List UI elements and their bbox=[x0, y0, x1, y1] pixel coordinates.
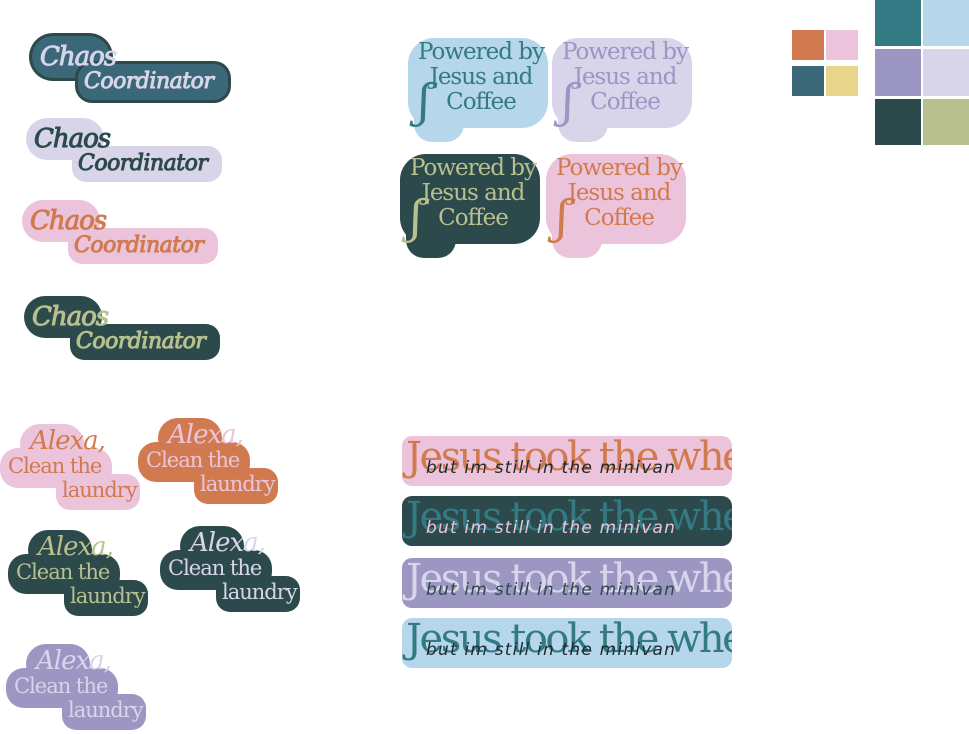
laundry-word: laundry bbox=[222, 580, 298, 604]
chaos-word: Chaos bbox=[29, 206, 107, 237]
powered-by-text: Powered by Jesus and Coffee bbox=[555, 155, 683, 231]
powered-by-jesus-sticker-forest: ʃ Powered by Jesus and Coffee bbox=[400, 154, 540, 259]
coordinator-word: Coordinator bbox=[77, 151, 208, 177]
coordinator-word: Coordinator bbox=[73, 233, 204, 259]
swatch-lilac bbox=[923, 49, 969, 96]
swatch-pink bbox=[826, 30, 858, 60]
swash-flourish: ʃ bbox=[562, 74, 575, 128]
swatch-forest bbox=[875, 99, 921, 145]
clean-the-words: Clean the bbox=[14, 674, 108, 698]
powered-by-jesus-sticker-lilac: ʃ Powered by Jesus and Coffee bbox=[552, 38, 692, 143]
laundry-word: laundry bbox=[70, 584, 146, 608]
swash-flourish: ʃ bbox=[556, 190, 569, 244]
swatch-slate bbox=[792, 66, 824, 96]
swatch-teal bbox=[875, 0, 921, 46]
minivan-script-text: but im still in the minivan bbox=[426, 458, 677, 478]
clean-the-words: Clean the bbox=[146, 448, 240, 472]
swatch-terracotta bbox=[792, 30, 824, 60]
swatch-lavender bbox=[875, 49, 921, 96]
powered-by-jesus-sticker-pink: ʃ Powered by Jesus and Coffee bbox=[546, 154, 686, 259]
alexa-word: Alexa, bbox=[190, 528, 266, 558]
laundry-word: laundry bbox=[68, 698, 144, 722]
jesus-wheel-sticker-pink: Jesus took the wheel but im still in the… bbox=[402, 436, 732, 486]
alexa-laundry-sticker-forest-lilac: Alexa, Clean the laundry bbox=[160, 526, 300, 616]
minivan-script-text: but im still in the minivan bbox=[426, 580, 677, 600]
laundry-word: laundry bbox=[200, 472, 276, 496]
powered-by-text: Powered by Jesus and Coffee bbox=[417, 39, 545, 115]
swash-flourish: ʃ bbox=[410, 190, 423, 244]
alexa-laundry-sticker-pink: Alexa, Clean the laundry bbox=[0, 424, 140, 514]
chaos-word: Chaos bbox=[33, 124, 111, 155]
jesus-took-the-wheel-text: Jesus took the wheel bbox=[406, 558, 732, 602]
chaos-coordinator-sticker-slate: Chaos Coordinator bbox=[28, 36, 228, 106]
clean-the-words: Clean the bbox=[16, 560, 110, 584]
chaos-coordinator-sticker-forest: Chaos Coordinator bbox=[20, 296, 220, 366]
coordinator-word: Coordinator bbox=[75, 329, 206, 355]
jesus-wheel-sticker-lavender: Jesus took the wheel but im still in the… bbox=[402, 558, 732, 608]
alexa-laundry-sticker-forest: Alexa, Clean the laundry bbox=[8, 530, 148, 620]
chaos-word: Chaos bbox=[31, 302, 109, 333]
minivan-script-text: but im still in the minivan bbox=[426, 518, 677, 538]
minivan-script-text: but im still in the minivan bbox=[426, 640, 677, 660]
laundry-word: laundry bbox=[62, 478, 138, 502]
powered-by-text: Powered by Jesus and Coffee bbox=[409, 155, 537, 231]
clean-the-words: Clean the bbox=[8, 454, 102, 478]
jesus-took-the-wheel-text: Jesus took the wheel bbox=[406, 496, 732, 540]
alexa-laundry-sticker-lavender: Alexa, Clean the laundry bbox=[6, 644, 146, 734]
coordinator-word: Coordinator bbox=[83, 69, 214, 95]
clean-the-words: Clean the bbox=[168, 556, 262, 580]
swatch-sage bbox=[923, 99, 969, 145]
swash-flourish: ʃ bbox=[418, 74, 431, 128]
chaos-coordinator-sticker-lilac: Chaos Coordinator bbox=[22, 118, 222, 188]
swatch-butter bbox=[826, 66, 858, 96]
alexa-word: Alexa, bbox=[30, 426, 106, 456]
jesus-wheel-sticker-forest: Jesus took the wheel but im still in the… bbox=[402, 496, 732, 546]
powered-by-jesus-sticker-sky: ʃ Powered by Jesus and Coffee bbox=[408, 38, 548, 143]
alexa-word: Alexa, bbox=[36, 646, 112, 676]
jesus-took-the-wheel-text: Jesus took the wheel bbox=[406, 436, 732, 480]
powered-by-text: Powered by Jesus and Coffee bbox=[561, 39, 689, 115]
chaos-coordinator-sticker-pink: Chaos Coordinator bbox=[18, 200, 218, 270]
alexa-word: Alexa, bbox=[168, 420, 244, 450]
swatch-sky bbox=[923, 0, 969, 46]
chaos-word: Chaos bbox=[39, 42, 117, 73]
alexa-laundry-sticker-terracotta: Alexa, Clean the laundry bbox=[138, 418, 278, 508]
jesus-took-the-wheel-text: Jesus took the wheel bbox=[406, 618, 732, 662]
jesus-wheel-sticker-sky: Jesus took the wheel but im still in the… bbox=[402, 618, 732, 668]
alexa-word: Alexa, bbox=[38, 532, 114, 562]
